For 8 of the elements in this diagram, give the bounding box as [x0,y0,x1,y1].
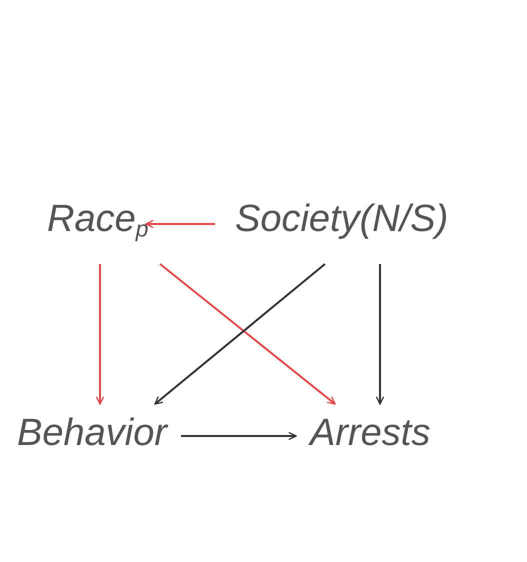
variable-label: Race$_{p}$ [45,198,150,242]
variable-label: Arrests [308,412,432,456]
arrow [96,264,104,405]
variable-label: Behavior [15,412,169,456]
variable-label: Society(N/S) [233,198,450,242]
arrow [145,220,215,228]
arrow [181,432,297,440]
arrow [376,264,384,405]
